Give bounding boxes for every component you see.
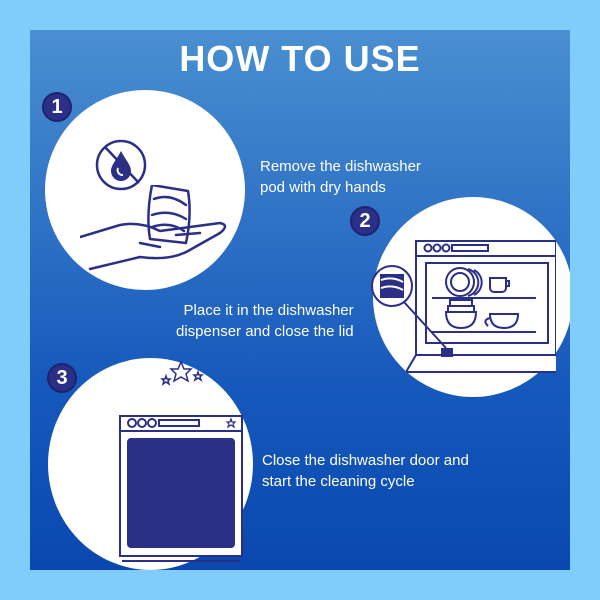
- step-1-badge: 1: [42, 92, 72, 122]
- pod-in-dispenser-icon: [371, 265, 447, 349]
- no-water-icon: [95, 139, 147, 191]
- step-3-text: Close the dishwasher door and start the …: [262, 450, 469, 492]
- sparkle-stars-icon: [160, 360, 204, 386]
- how-to-use-panel: HOW TO USE 1 Remove the dishwasher pod w…: [30, 30, 570, 570]
- hand-holding-pod-icon: [80, 185, 227, 271]
- closed-dishwasher-icon: [119, 415, 243, 562]
- step-3-line-2: start the cleaning cycle: [262, 473, 415, 490]
- step-2-text: Place it in the dishwasher dispenser and…: [176, 300, 354, 342]
- step-2-badge: 2: [350, 206, 380, 236]
- step-2-line-1: Place it in the dishwasher: [183, 302, 354, 319]
- step-1-line-2: pod with dry hands: [260, 179, 386, 196]
- page-title: HOW TO USE: [179, 38, 421, 79]
- step-1-text: Remove the dishwasher pod with dry hands: [260, 156, 421, 198]
- step-1-line-1: Remove the dishwasher: [260, 158, 421, 175]
- step-3-line-1: Close the dishwasher door and: [262, 452, 469, 469]
- step-3-badge: 3: [47, 363, 77, 393]
- step-2-line-2: dispenser and close the lid: [176, 323, 354, 340]
